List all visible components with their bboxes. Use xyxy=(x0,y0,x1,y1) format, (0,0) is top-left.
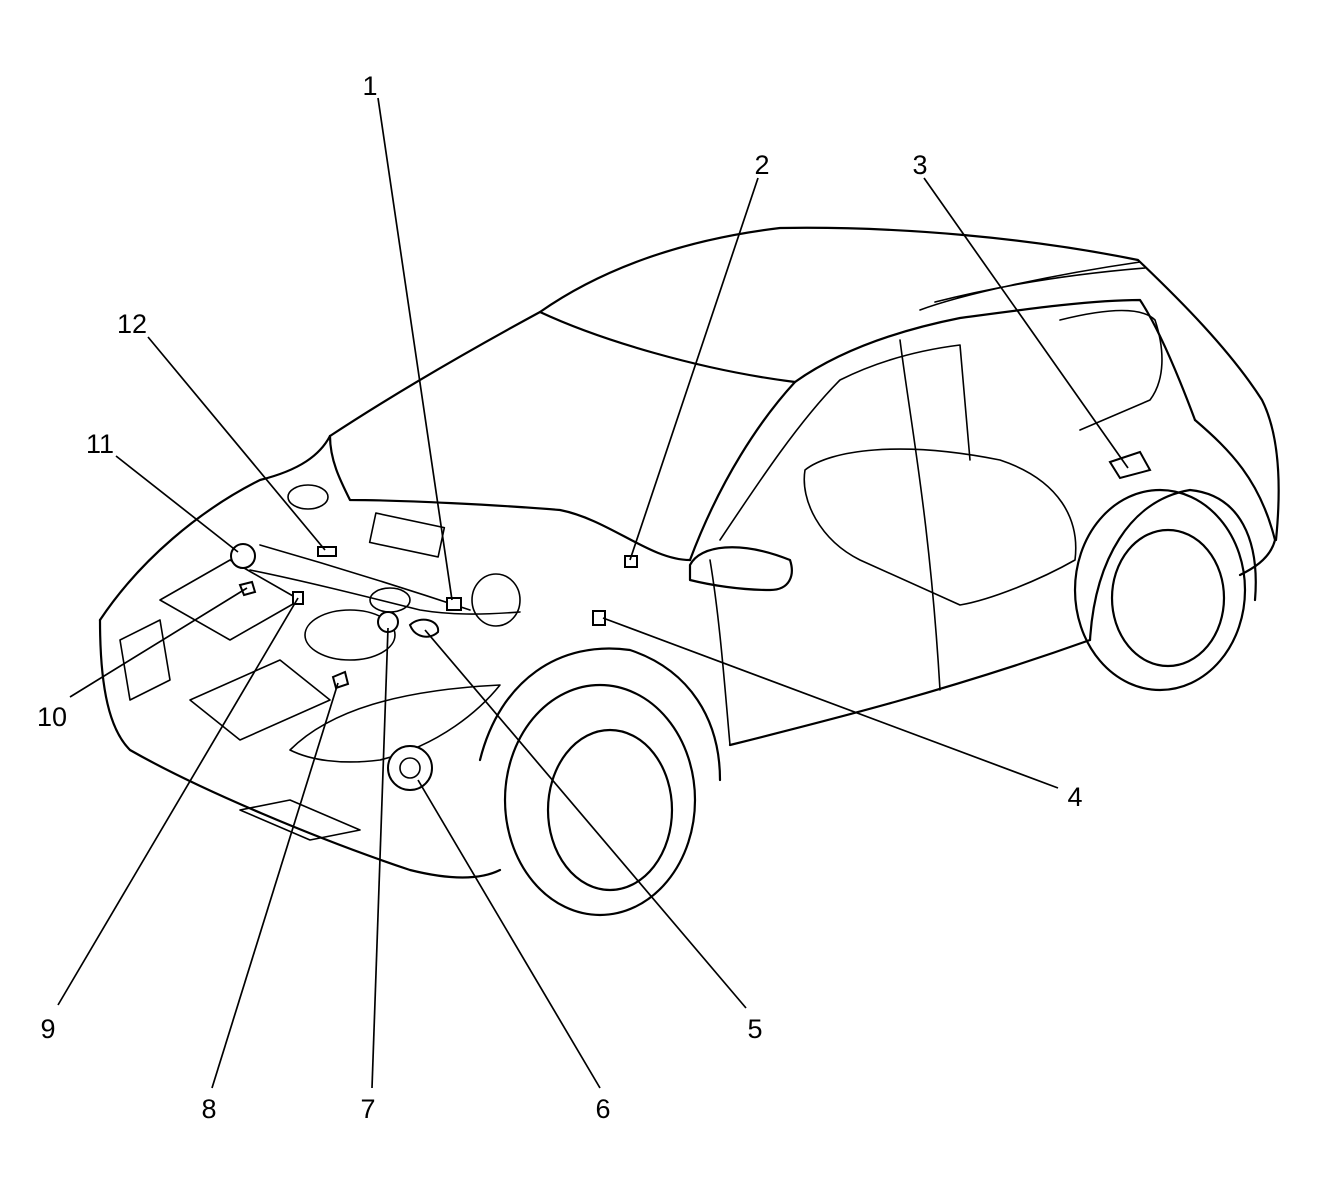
part-12-module xyxy=(317,546,337,557)
rear-wheel-outer xyxy=(1073,488,1247,692)
leader-9 xyxy=(57,597,299,1006)
front-upper xyxy=(98,434,332,622)
callout-1: 1 xyxy=(362,71,377,101)
leader-3 xyxy=(923,177,1129,469)
leader-1 xyxy=(377,97,453,601)
leader-7 xyxy=(371,627,389,1089)
part-10-connector xyxy=(238,580,257,597)
door-line-b xyxy=(899,339,941,691)
side-window-rear xyxy=(1059,309,1163,431)
windshield xyxy=(328,310,797,562)
callout-10: 10 xyxy=(37,702,67,732)
side-mirror xyxy=(688,546,793,592)
vehicle-illustration xyxy=(98,226,1280,917)
engine-harness xyxy=(249,569,521,615)
brake-master-cylinder xyxy=(471,573,521,627)
part-6-horn xyxy=(387,745,433,791)
part-3-sensor xyxy=(1108,450,1152,480)
fuel-tank xyxy=(803,448,1077,606)
leader-2 xyxy=(629,177,759,561)
callout-5: 5 xyxy=(747,1014,762,1044)
callout-labels: 1 2 3 4 5 6 7 8 9 10 11 12 xyxy=(37,71,1083,1124)
part-11-horn xyxy=(230,543,256,569)
headlight-right xyxy=(289,684,501,763)
grille-lower xyxy=(189,659,331,741)
callout-8: 8 xyxy=(201,1094,216,1124)
roof-outline xyxy=(538,226,1280,542)
leader-5 xyxy=(424,629,747,1009)
callout-3: 3 xyxy=(912,150,927,180)
lower-intake xyxy=(239,799,361,841)
rear-wheel-arch xyxy=(1088,488,1257,642)
leader-4 xyxy=(602,617,1059,789)
front-wheel-inner xyxy=(546,728,674,892)
callout-9: 9 xyxy=(40,1014,55,1044)
callout-11: 11 xyxy=(86,429,114,459)
callout-7: 7 xyxy=(360,1094,375,1124)
leader-10 xyxy=(69,587,248,698)
front-wheel-arch xyxy=(478,647,722,782)
rear-wheel-inner xyxy=(1110,528,1226,668)
part-8-bracket xyxy=(331,670,350,690)
leader-12 xyxy=(147,336,326,551)
oil-cap xyxy=(369,587,411,613)
front-wheel-outer xyxy=(503,683,697,917)
fog-light-left xyxy=(119,619,171,701)
callout-12: 12 xyxy=(117,309,147,339)
leader-11 xyxy=(115,455,239,553)
front-bumper xyxy=(98,618,502,879)
roof-rail xyxy=(919,261,1146,311)
part-1-connector xyxy=(446,597,462,611)
callout-6: 6 xyxy=(595,1094,610,1124)
leader-lines xyxy=(57,97,1129,1089)
leader-8 xyxy=(211,682,339,1089)
coolant-reservoir xyxy=(287,484,329,510)
rocker-panel xyxy=(728,638,1092,747)
callout-4: 4 xyxy=(1067,782,1082,812)
door-line-a xyxy=(709,559,731,746)
part-6-horn-center xyxy=(399,757,421,779)
rear-quarter xyxy=(1193,418,1277,577)
battery xyxy=(368,512,446,558)
leader-6 xyxy=(417,779,601,1089)
hood xyxy=(328,434,692,562)
side-window-front xyxy=(719,344,971,541)
part-5-connector xyxy=(408,618,440,638)
callout-2: 2 xyxy=(754,150,769,180)
a-pillar xyxy=(793,298,1197,422)
engine-cover xyxy=(304,609,396,661)
